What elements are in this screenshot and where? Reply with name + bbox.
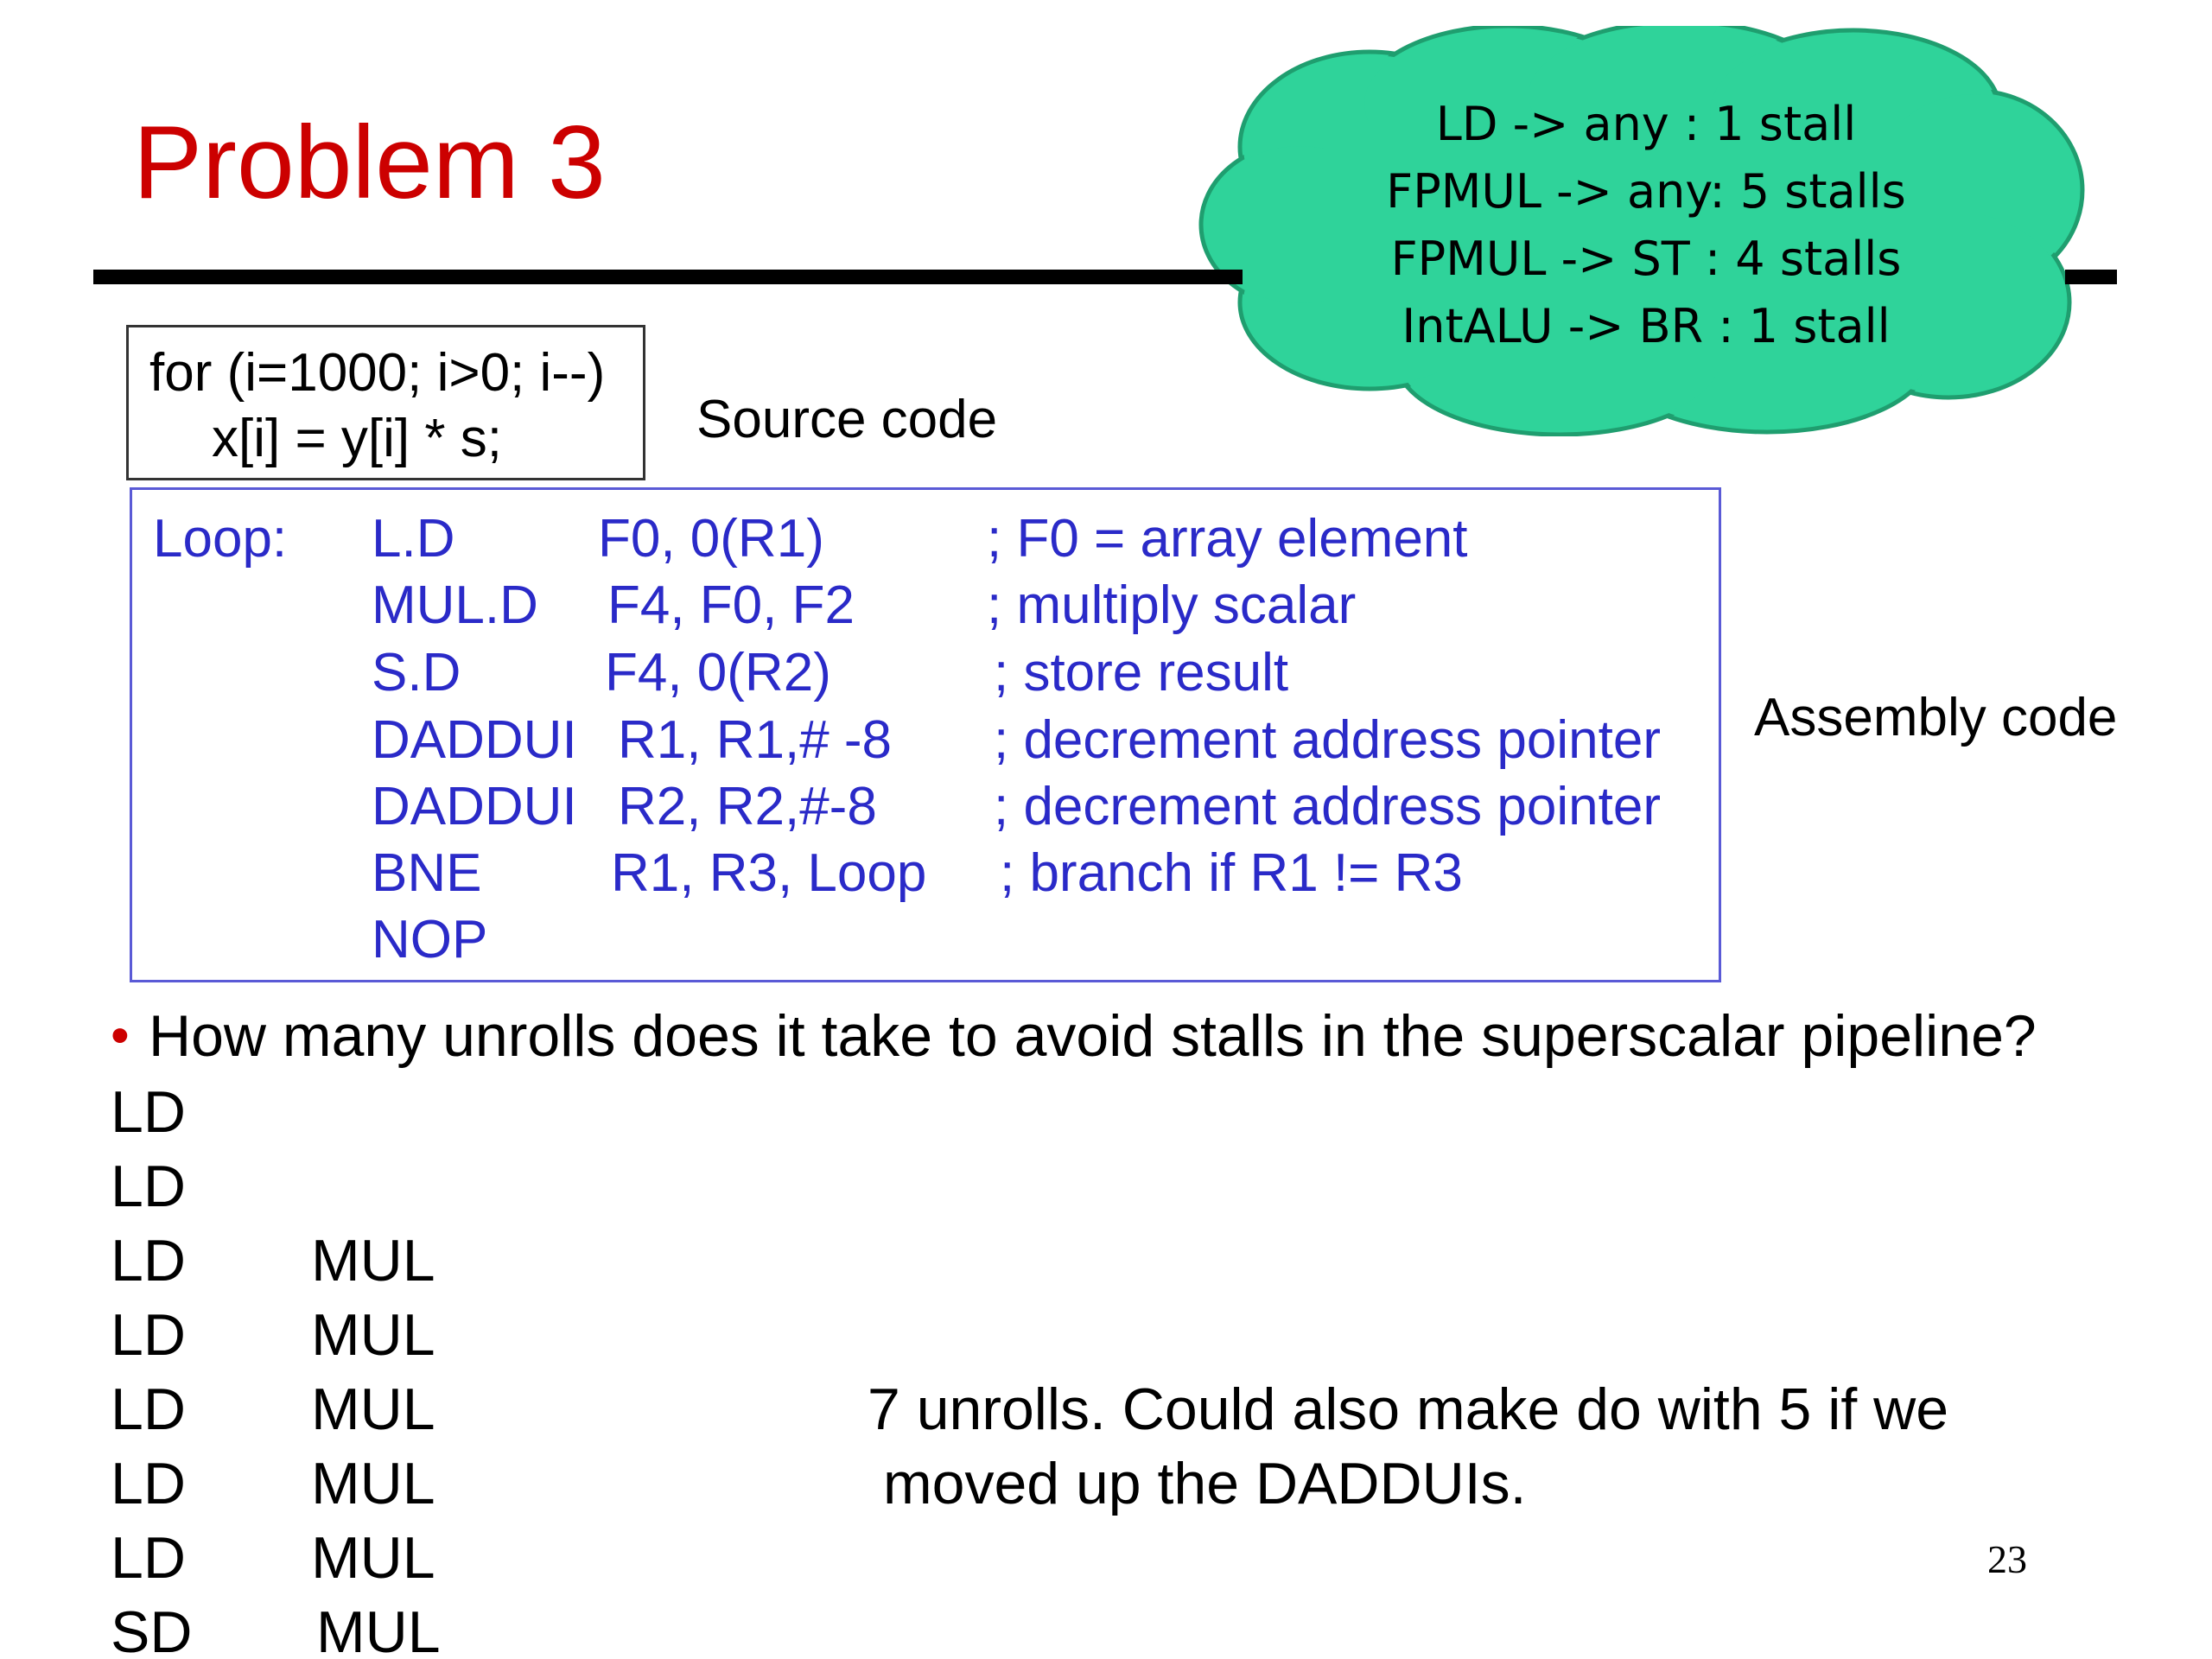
cloud-line-3: FPMUL -> ST : 4 stalls [1390,232,1902,286]
cloud-line-2: FPMUL -> any: 5 stalls [1386,164,1906,219]
asm-comment: ; multiply scalar [987,575,1357,635]
answer-line-2: moved up the DADDUIs. [883,1451,1527,1516]
cloud-line-4: IntALU -> BR : 1 stall [1402,299,1891,353]
schedule-left: LD [111,1451,186,1516]
source-line-2: x[i] = y[i] * s; [212,409,502,468]
schedule-left: LD [111,1079,186,1145]
asm-comment: ; decrement address pointer [994,710,1661,770]
schedule-right: MUL [311,1228,435,1294]
schedule-right: MUL [311,1376,435,1442]
source-code-box: for (i=1000; i>0; i--) x[i] = y[i] * s; [126,325,645,480]
asm-op: NOP [372,910,488,969]
asm-op: DADDUI [372,777,577,836]
asm-args: R2, R2,#-8 [618,777,877,836]
question-bullet: • [111,1006,130,1065]
asm-args: F0, 0(R1) [598,509,824,569]
asm-comment: ; F0 = array element [987,509,1468,569]
asm-args: F4, 0(R2) [605,643,831,702]
asm-op: BNE [372,843,482,903]
asm-op: MUL.D [372,575,538,635]
schedule-left: LD [111,1525,186,1591]
schedule-left: SD [111,1599,193,1659]
title-divider-right [2065,270,2117,284]
schedule-left: LD [111,1228,186,1294]
schedule-left: LD [111,1154,186,1219]
assembly-code-label: Assembly code [1754,688,2118,747]
asm-args: R1, R3, Loop [611,843,927,903]
asm-op: L.D [372,509,455,569]
source-code-label: Source code [696,390,998,449]
schedule-right: MUL [316,1599,441,1659]
asm-op: DADDUI [372,710,577,770]
asm-comment: ; store result [994,643,1289,702]
schedule-right: MUL [311,1302,435,1368]
schedule-right: MUL [311,1451,435,1516]
asm-args: R1, R1,# -8 [618,710,893,770]
asm-args: F4, F0, F2 [607,575,855,635]
slide-title: Problem 3 [133,105,606,220]
answer-line-1: 7 unrolls. Could also make do with 5 if … [868,1376,1949,1442]
cloud-line-1: LD -> any : 1 stall [1435,97,1857,151]
stall-cloud-shape [1198,26,2085,436]
schedule-left: LD [111,1376,186,1442]
asm-comment: ; decrement address pointer [994,777,1661,836]
source-line-1: for (i=1000; i>0; i--) [149,343,606,403]
loop-label: Loop: [153,509,288,569]
page-number: 23 [1987,1537,2027,1581]
schedule-left: LD [111,1302,186,1368]
asm-op: S.D [372,643,461,702]
assembly-code-box [130,487,1721,982]
question-text: How many unrolls does it take to avoid s… [149,1003,2037,1069]
title-divider [93,270,1243,284]
asm-comment: ; branch if R1 != R3 [1000,843,1463,903]
schedule-right: MUL [311,1525,435,1591]
